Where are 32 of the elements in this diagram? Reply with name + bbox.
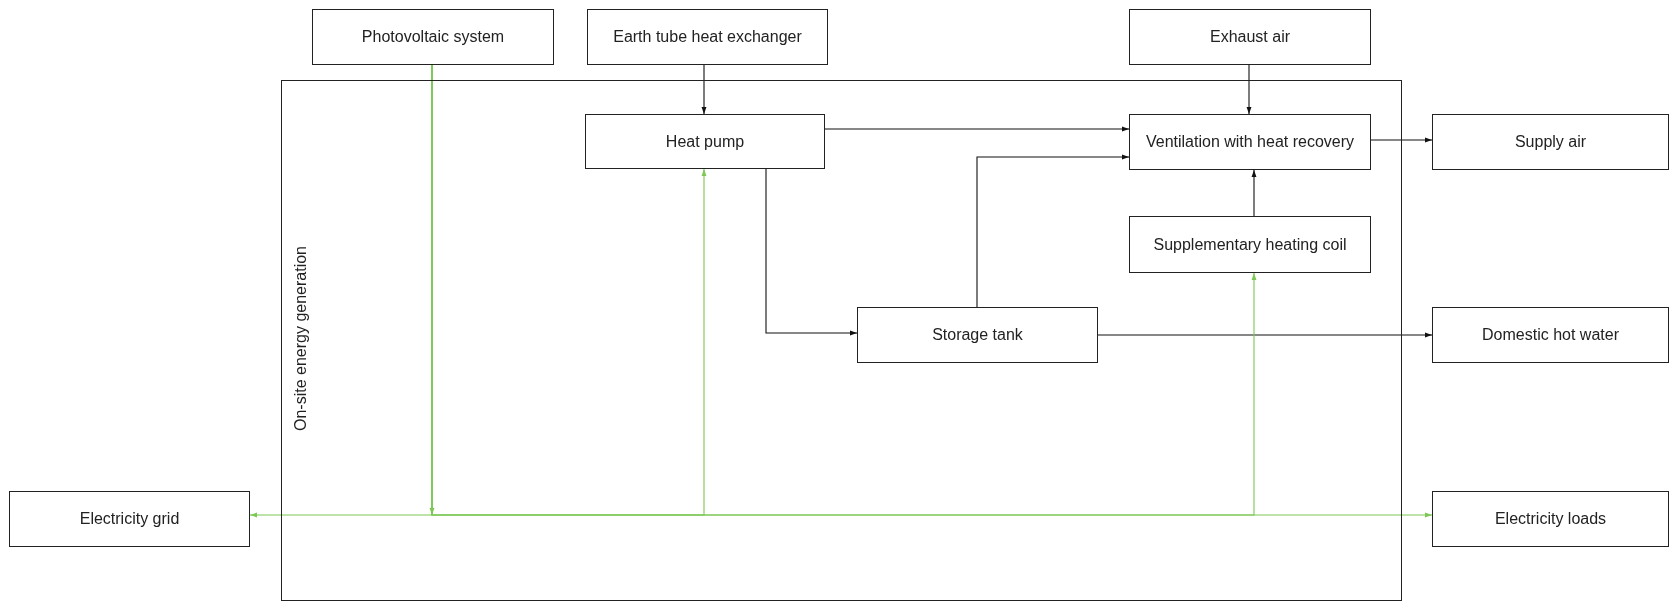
arrow <box>701 64 707 115</box>
node-label: Photovoltaic system <box>361 27 505 47</box>
arrow <box>976 154 1130 308</box>
enclosure-box <box>281 80 1402 601</box>
arrow <box>824 126 1130 132</box>
process-box <box>587 9 828 65</box>
process-box <box>9 491 250 547</box>
node-label: Heat pump <box>665 131 745 152</box>
process-box <box>312 9 554 65</box>
node-label: Supply air <box>1514 132 1587 152</box>
vertical-label: On-site energy generation <box>291 246 310 431</box>
node-label: Supplementary heating coil <box>1153 234 1347 255</box>
node-label: Exhaust air <box>1209 27 1290 47</box>
arrow <box>1097 332 1433 338</box>
node-label: Ventilation with heat recovery <box>1145 132 1355 152</box>
arrow <box>1246 64 1252 115</box>
node-label: Storage tank <box>932 325 1023 345</box>
node-label: Earth tube heat exchanger <box>613 27 802 47</box>
arrow <box>1370 137 1433 143</box>
arrow <box>1251 169 1257 217</box>
process-box <box>1129 9 1371 65</box>
node-label: Domestic hot water <box>1482 325 1619 345</box>
process-box <box>1129 216 1371 273</box>
process-box <box>1432 114 1669 170</box>
process-box <box>857 307 1098 363</box>
process-box <box>1129 114 1371 170</box>
process-box <box>1432 491 1669 547</box>
node-label: Electricity loads <box>1494 509 1607 529</box>
process-box <box>1432 307 1669 363</box>
node-label: Electricity grid <box>79 509 180 529</box>
arrow <box>765 168 858 336</box>
process-box <box>585 114 825 169</box>
